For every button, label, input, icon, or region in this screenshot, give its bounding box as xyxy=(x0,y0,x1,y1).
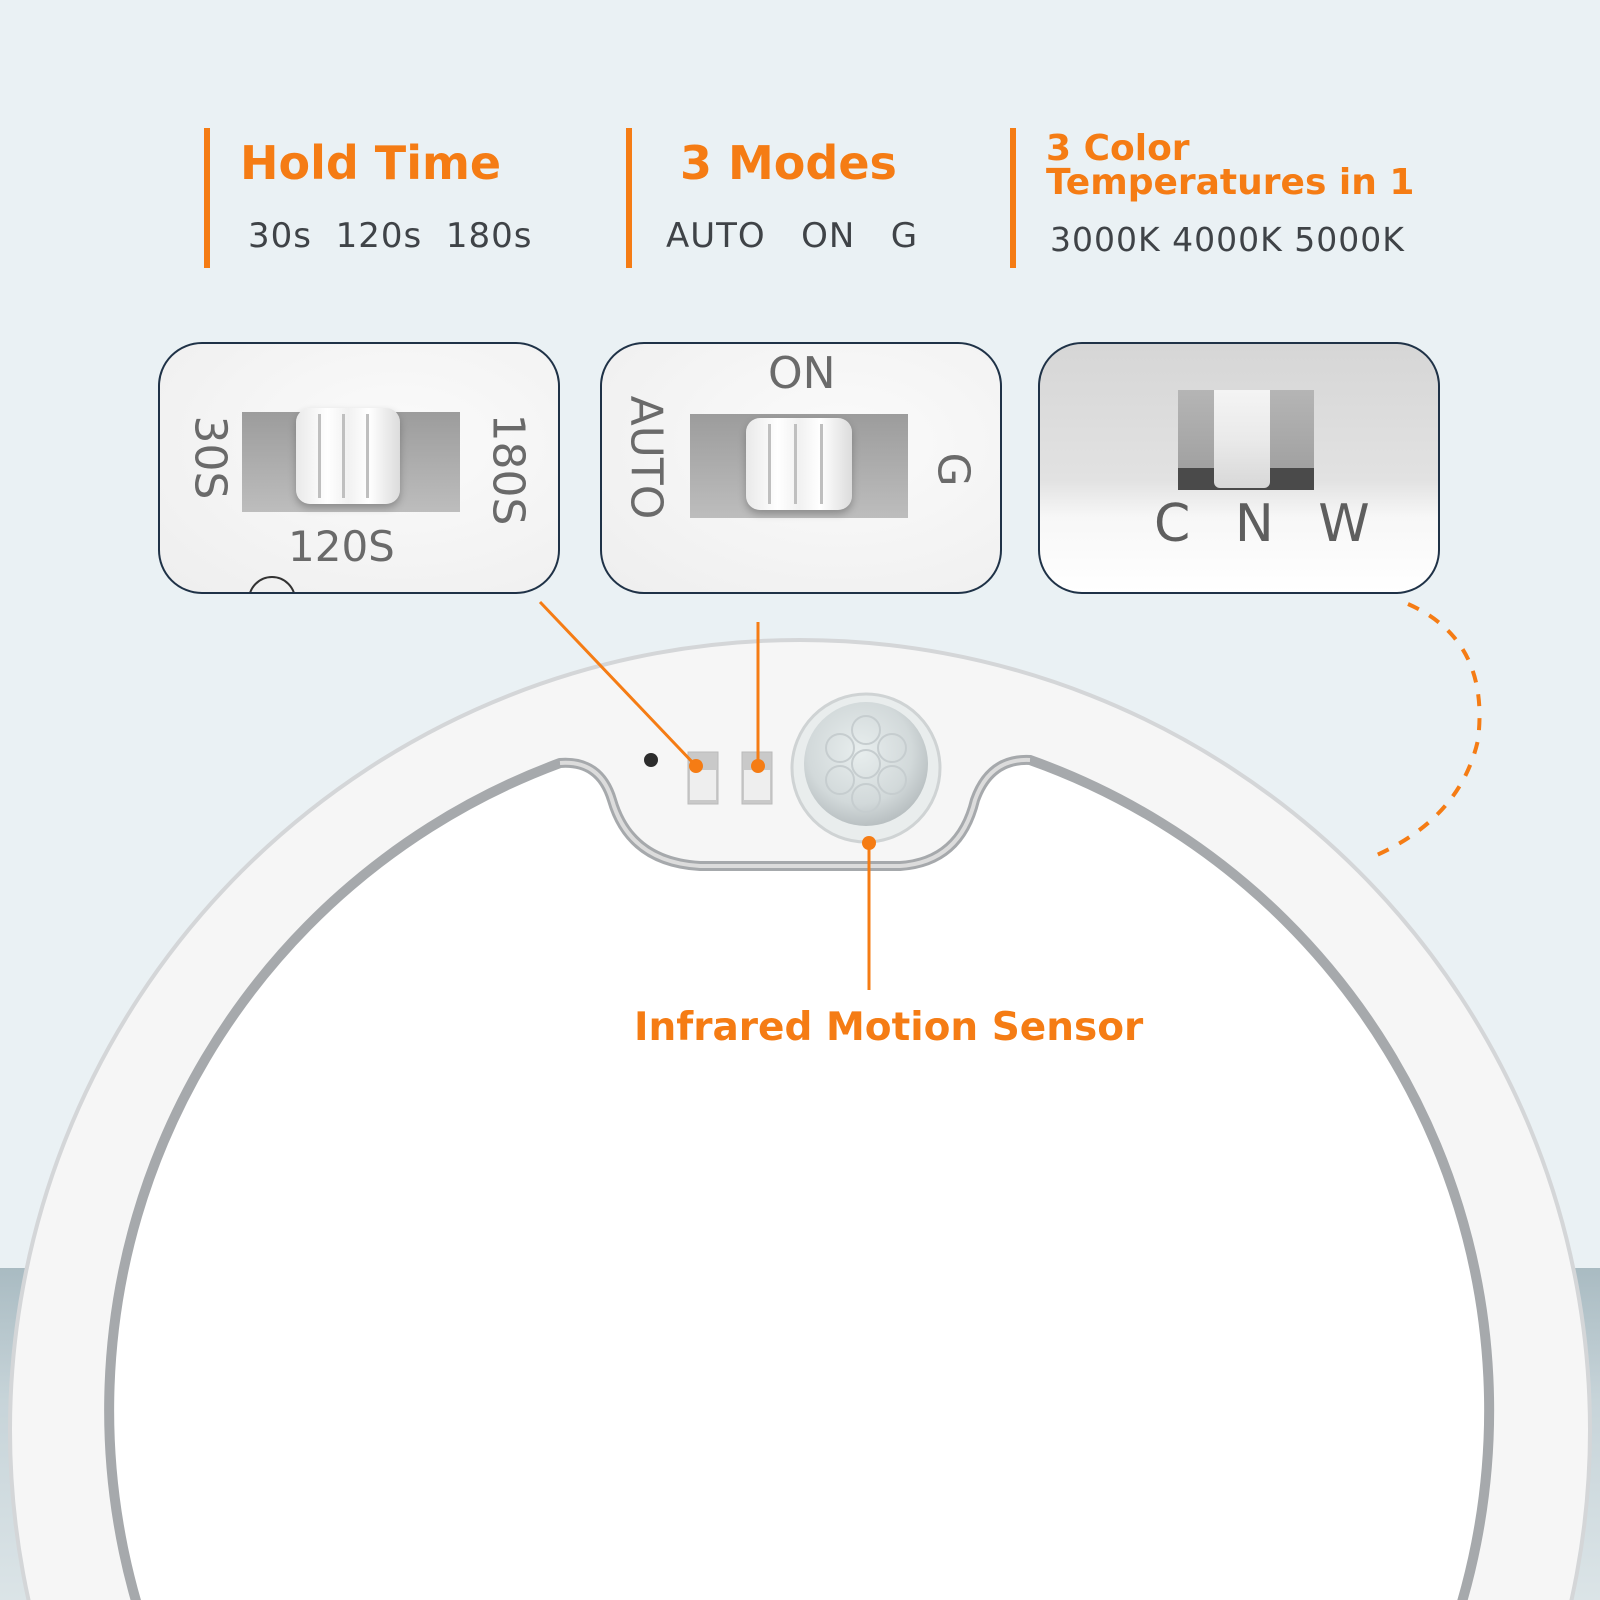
label-cnw: C N W xyxy=(1154,494,1384,554)
switch-knob xyxy=(746,418,852,510)
mode-switch-closeup: ON AUTO G xyxy=(600,342,1002,594)
color-temperature-switch-closeup: C N W xyxy=(1038,342,1440,594)
infrared-motion-sensor-label: Infrared Motion Sensor xyxy=(634,1005,1144,1050)
feature-title: 3 Color Temperatures in 1 xyxy=(1046,128,1415,203)
switch-knob xyxy=(296,408,400,504)
reset-button-icon xyxy=(644,753,658,767)
hold-time-switch-closeup: 30S 120S 180S xyxy=(158,342,560,594)
feature-subtitle: 30s 120s 180s xyxy=(248,216,533,256)
switch-knob xyxy=(1214,390,1270,488)
feature-modes: 3 Modes AUTO ON G xyxy=(626,128,962,268)
label-on: ON xyxy=(768,348,836,399)
feature-subtitle: 3000K 4000K 5000K xyxy=(1050,220,1405,259)
label-120s: 120S xyxy=(288,522,395,571)
motion-sensor-dome xyxy=(804,702,928,826)
feature-title: Hold Time xyxy=(240,136,502,190)
feature-hold-time: Hold Time 30s 120s 180s xyxy=(204,128,570,268)
feature-subtitle: AUTO ON G xyxy=(666,216,919,256)
feature-title: 3 Modes xyxy=(680,136,897,190)
feature-color-temperature: 3 Color Temperatures in 1 3000K 4000K 50… xyxy=(1010,128,1456,268)
